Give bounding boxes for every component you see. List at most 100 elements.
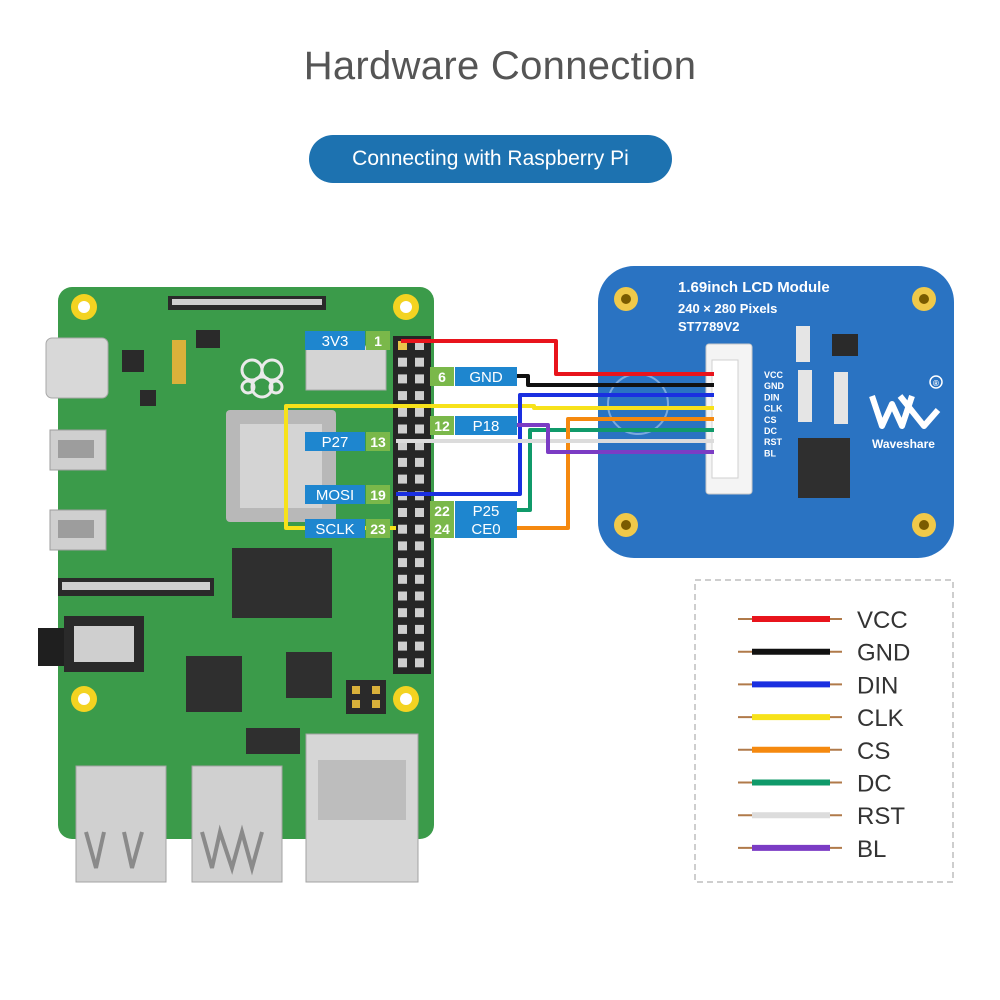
driver-chip — [798, 438, 850, 498]
legend-item: VCC — [738, 607, 908, 634]
svg-text:19: 19 — [370, 487, 386, 503]
legend-label: CS — [857, 738, 890, 765]
gpio-pin — [415, 641, 424, 651]
legend-item: CLK — [738, 705, 904, 732]
gpio-pin — [398, 541, 407, 551]
usb-port-icon — [75, 765, 167, 883]
wire-color-legend: VCC GND DIN CLK CS DC RST BL — [738, 607, 910, 863]
pi-label-mosi: MOSI 19 — [305, 485, 390, 504]
usb-controller-chip — [232, 548, 332, 618]
gpio-pin — [398, 391, 407, 401]
usb-port-icon — [191, 765, 283, 883]
gpio-pin — [398, 457, 407, 467]
module-pin-label: VCC — [764, 370, 784, 380]
gpio-pin — [398, 424, 407, 434]
wire-gnd — [516, 374, 714, 387]
legend-label: RST — [857, 803, 905, 830]
raspberry-logo-icon — [240, 358, 284, 399]
gpio-pin — [398, 341, 407, 350]
usb-c-port — [45, 337, 109, 399]
wire-clk — [284, 404, 714, 530]
gpio-pin — [415, 624, 424, 634]
wire-dc — [516, 428, 714, 512]
gpio-pin — [415, 558, 424, 568]
legend-item: GND — [738, 640, 910, 667]
module-pin-label: GND — [764, 381, 785, 391]
audio-jack — [38, 628, 64, 666]
module-title: 1.69inch LCD Module — [678, 279, 830, 296]
module-driver: ST7789V2 — [678, 319, 739, 334]
connecting-raspberry-pi-button[interactable]: Connecting with Raspberry Pi — [309, 135, 672, 183]
header-pins-icon — [172, 340, 186, 384]
gpio-pin — [415, 407, 424, 417]
gpio-pin — [415, 424, 424, 434]
legend-item: BL — [738, 836, 886, 863]
legend-item: RST — [738, 803, 905, 830]
brand-name: Waveshare — [872, 437, 935, 451]
gpio-pin — [415, 658, 424, 668]
legend-label: CLK — [857, 705, 904, 732]
pi-label-p27: P27 13 — [305, 432, 390, 451]
waveshare-logo-icon: ® Waveshare — [869, 375, 943, 451]
gpio-pin — [398, 641, 407, 651]
module-resolution: 240 × 280 Pixels — [678, 301, 777, 316]
module-pin-label: CLK — [764, 404, 783, 414]
svg-text:P18: P18 — [473, 418, 500, 435]
pi-label-ce0: 24 CE0 — [430, 519, 517, 538]
wires — [284, 339, 714, 530]
page-title: Hardware Connection — [303, 44, 697, 88]
legend-item: CS — [738, 738, 890, 765]
pi-label-gnd: 6 GND — [430, 367, 517, 386]
svg-text:23: 23 — [370, 521, 386, 537]
svg-text:GND: GND — [469, 369, 503, 386]
svg-text:22: 22 — [434, 503, 450, 519]
gpio-pin — [415, 608, 424, 618]
svg-text:1: 1 — [374, 333, 382, 349]
svg-text:24: 24 — [434, 521, 450, 537]
gpio-pin — [415, 441, 424, 451]
raspberry-pi-board — [38, 287, 434, 883]
gpio-pin — [398, 524, 407, 534]
gpio-pin — [415, 524, 424, 534]
gpio-pin — [398, 558, 407, 568]
svg-text:6: 6 — [438, 369, 446, 385]
module-pin-label: RST — [764, 437, 783, 447]
svg-text:SCLK: SCLK — [315, 521, 354, 538]
svg-text:P27: P27 — [322, 434, 349, 451]
legend-item: DC — [738, 771, 892, 798]
legend-item: DIN — [738, 672, 898, 699]
gpio-pin — [398, 374, 407, 384]
gpio-pin — [398, 608, 407, 618]
legend-label: BL — [857, 836, 886, 863]
gpio-pin — [415, 391, 424, 401]
pi-label-sclk: SCLK 23 — [305, 519, 390, 538]
legend-label: DC — [857, 771, 892, 798]
svg-text:MOSI: MOSI — [316, 487, 354, 504]
gpio-pin — [415, 374, 424, 384]
legend-label: GND — [857, 640, 910, 667]
gpio-pin — [415, 357, 424, 367]
gpio-pin — [415, 591, 424, 601]
gpio-pins — [398, 341, 424, 668]
svg-text:3V3: 3V3 — [322, 333, 349, 350]
legend-box — [694, 579, 954, 883]
gpio-header — [393, 336, 431, 674]
legend-label: VCC — [857, 607, 908, 634]
svg-text:P25: P25 — [473, 503, 500, 520]
pi-label-p25: 22 P25 — [430, 501, 517, 520]
lcd-module-pcb — [598, 266, 954, 558]
module-pin-label: CS — [764, 415, 777, 425]
svg-text:13: 13 — [370, 434, 386, 450]
wire-vcc — [401, 339, 714, 376]
gpio-pin — [398, 574, 407, 584]
gpio-pin — [415, 457, 424, 467]
gpio-pin — [398, 357, 407, 367]
registered-mark: ® — [933, 379, 939, 388]
gpio-pin — [415, 341, 424, 350]
legend-label: DIN — [857, 672, 898, 699]
gpio-pin — [415, 574, 424, 584]
gpio-pin — [398, 441, 407, 451]
gpio-pin — [398, 591, 407, 601]
